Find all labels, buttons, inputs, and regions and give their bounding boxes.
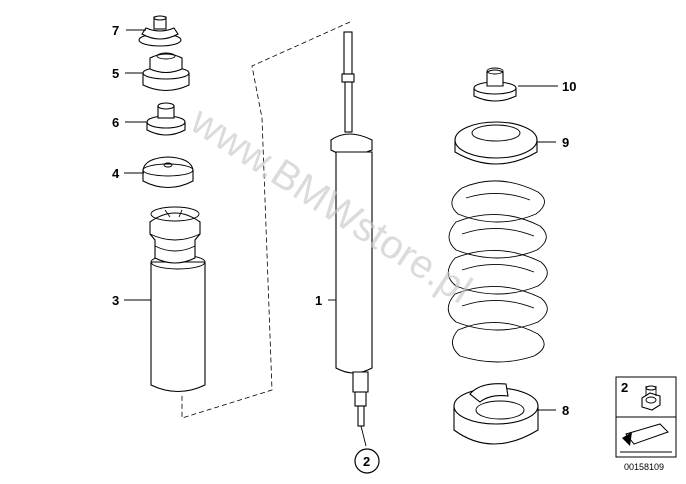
- part-6-support-ring: [146, 102, 186, 136]
- arrow-icon: [620, 423, 672, 453]
- part-9-spring-pad: [454, 121, 538, 165]
- legend-box: 2 00158109: [615, 376, 677, 472]
- callout-7[interactable]: 7: [112, 23, 119, 38]
- image-code: 00158109: [624, 462, 664, 472]
- part-7-top-mount: [138, 15, 182, 47]
- part-3-dust-cover: [149, 206, 206, 393]
- circled-callout-label: 2: [363, 454, 370, 469]
- circled-callout-2[interactable]: 2: [354, 448, 380, 474]
- part-5-cushion: [142, 52, 190, 92]
- leader-lines: [124, 29, 558, 411]
- part-10-plug: [473, 67, 517, 102]
- hex-nut-icon: [641, 385, 661, 411]
- assembly-guide-line: [181, 21, 351, 419]
- legend-number: 2: [621, 380, 628, 395]
- callout-6[interactable]: 6: [112, 115, 119, 130]
- part-4-upper-cup: [142, 156, 194, 189]
- watermark-text: www.BMWstore.pl: [182, 98, 479, 312]
- coil-spring: [447, 180, 548, 363]
- callout-9[interactable]: 9: [562, 135, 569, 150]
- part-8-lower-seat: [453, 383, 539, 445]
- callout-4[interactable]: 4: [112, 166, 120, 181]
- callout-5[interactable]: 5: [112, 66, 119, 81]
- callout-8[interactable]: 8: [562, 403, 569, 418]
- part-1-shock-absorber: [330, 31, 373, 447]
- callout-10[interactable]: 10: [562, 79, 576, 94]
- callout-3[interactable]: 3: [112, 293, 119, 308]
- callout-1[interactable]: 1: [315, 293, 322, 308]
